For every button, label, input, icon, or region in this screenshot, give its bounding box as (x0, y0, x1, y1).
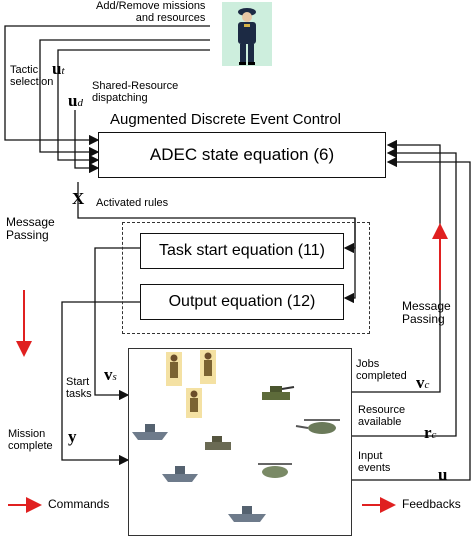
shared-resource-label: Shared-Resource dispatching (92, 80, 179, 105)
vc-symbol: vc (416, 373, 430, 392)
officer-icon (222, 2, 272, 66)
legend-feedbacks: Feedbacks (402, 497, 461, 511)
operator-label: Add/Remove missions and resources (96, 0, 206, 25)
message-passing-left: Message Passing (6, 215, 55, 243)
ut-symbol: ut (52, 59, 65, 78)
mission-complete-label: Mission complete (8, 428, 53, 453)
message-passing-right: Message Passing (402, 299, 451, 327)
legend-commands: Commands (48, 497, 110, 511)
resource-available-label: Resource available (358, 404, 406, 429)
output-equation-label: Output equation (12) (168, 293, 316, 310)
tactic-selection-label: Tactic selection (10, 64, 54, 89)
dashed-equations-region (122, 222, 370, 334)
output-equation-box: Output equation (12) (140, 284, 344, 320)
battlefield-panel (128, 348, 352, 536)
jobs-completed-label: Jobs completed (356, 358, 407, 383)
rc-symbol: rc (424, 423, 437, 442)
operator-panel (222, 2, 272, 66)
input-events-label: Input events (358, 450, 391, 475)
state-equation-label: ADEC state equation (6) (149, 145, 335, 164)
adec-title: Augmented Discrete Event Control (110, 111, 341, 128)
y-symbol: y (68, 427, 77, 446)
ud-symbol: ud (68, 91, 83, 110)
start-tasks-label: Start tasks (66, 376, 92, 401)
task-start-box: Task start equation (11) (140, 233, 344, 269)
x-symbol: X (72, 189, 85, 208)
state-equation-box: ADEC state equation (6) (98, 132, 386, 178)
vs-symbol: vs (104, 365, 117, 384)
activated-rules-label: Activated rules (96, 197, 169, 209)
u-symbol: u (438, 465, 448, 484)
task-start-label: Task start equation (11) (158, 242, 325, 259)
